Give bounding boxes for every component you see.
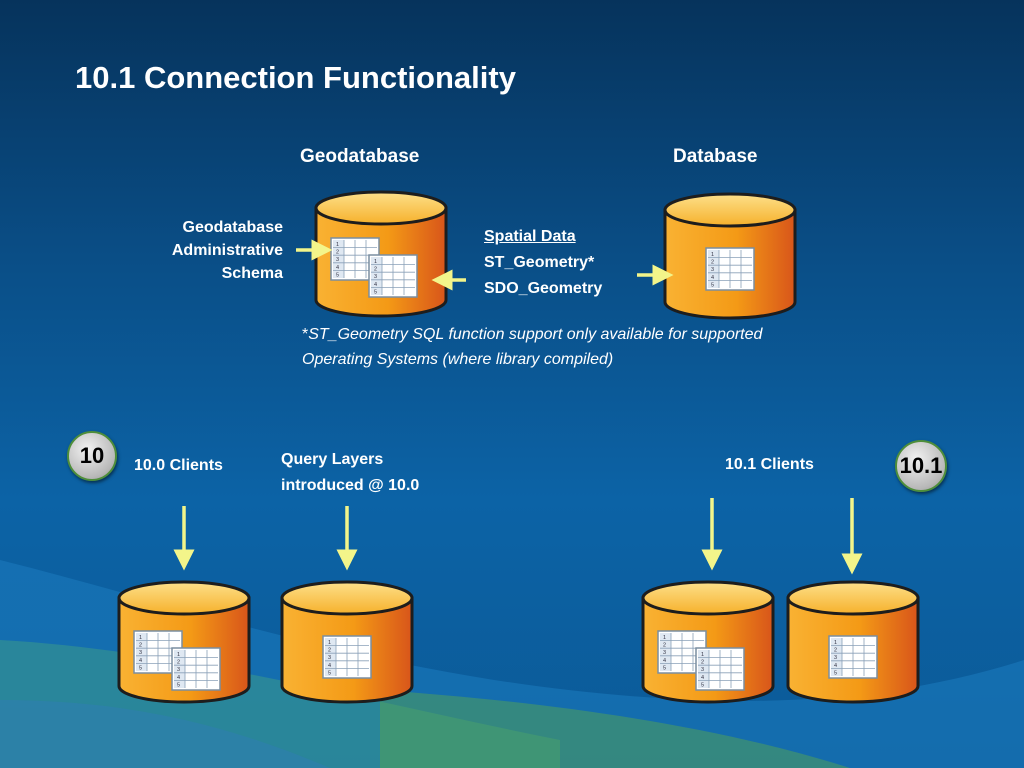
geodatabase-header: Geodatabase — [300, 146, 420, 167]
svg-text:4: 4 — [177, 675, 180, 681]
svg-text:4: 4 — [336, 265, 339, 271]
database-cylinder: 1 23 45 — [786, 580, 920, 704]
svg-text:4: 4 — [701, 675, 704, 681]
table-icon: 1 23 45 — [705, 247, 755, 291]
svg-text:1: 1 — [374, 259, 377, 265]
svg-text:2: 2 — [711, 260, 714, 266]
table-icon: 1 23 45 — [828, 635, 878, 679]
version-101-badge: 10.1 — [895, 440, 947, 492]
svg-text:2: 2 — [663, 643, 666, 649]
schema-label-line: Schema — [221, 265, 283, 282]
svg-text:3: 3 — [336, 257, 339, 263]
svg-text:5: 5 — [374, 289, 377, 295]
svg-text:5: 5 — [663, 665, 666, 671]
page-title: 10.1 Connection Functionality — [75, 60, 516, 95]
schema-label-line: Administrative — [171, 242, 283, 259]
svg-text:2: 2 — [701, 660, 704, 666]
svg-text:1: 1 — [336, 242, 339, 248]
svg-text:2: 2 — [139, 643, 142, 649]
svg-text:5: 5 — [328, 670, 331, 676]
svg-text:5: 5 — [177, 682, 180, 688]
table-icon: 1 23 45 — [368, 254, 418, 298]
svg-text:5: 5 — [834, 670, 837, 676]
svg-text:1: 1 — [139, 635, 142, 641]
database-header: Database — [673, 146, 758, 167]
table-icon: 1 23 45 — [695, 647, 745, 691]
svg-text:1: 1 — [177, 652, 180, 658]
schema-label-line: Geodatabase — [182, 219, 283, 236]
svg-text:3: 3 — [711, 267, 714, 273]
svg-text:4: 4 — [328, 663, 331, 669]
spatial-data-list: Spatial Data ST_Geometry* SDO_Geometry — [484, 224, 602, 302]
svg-text:2: 2 — [374, 267, 377, 273]
footnote-line: ST_Geometry SQL function support only av… — [308, 326, 763, 343]
clients-101-label: 10.1 Clients — [725, 456, 814, 473]
st-geometry-label: ST_Geometry* — [484, 254, 595, 271]
svg-text:1: 1 — [834, 640, 837, 646]
footnote: *ST_Geometry SQL function support only a… — [302, 322, 762, 372]
table-icon: 1 23 45 — [322, 635, 372, 679]
query-layers-label: Query Layers introduced @ 10.0 — [281, 447, 419, 499]
svg-text:4: 4 — [711, 275, 714, 281]
spatial-data-heading: Spatial Data — [484, 228, 576, 245]
table-icon: 1 23 45 — [171, 647, 221, 691]
footnote-star: * — [302, 326, 309, 343]
svg-text:4: 4 — [374, 282, 377, 288]
svg-text:3: 3 — [139, 650, 142, 656]
svg-text:3: 3 — [374, 274, 377, 280]
svg-text:3: 3 — [177, 667, 180, 673]
query-layers-line: Query Layers — [281, 451, 384, 468]
version-10-badge: 10 — [67, 431, 117, 481]
svg-text:5: 5 — [139, 665, 142, 671]
clients-10-label: 10.0 Clients — [134, 457, 223, 474]
database-cylinder: 1 23 45 — [663, 192, 797, 320]
footnote-line: Operating Systems (where library compile… — [302, 351, 614, 368]
svg-text:5: 5 — [336, 272, 339, 278]
svg-text:5: 5 — [711, 282, 714, 288]
sdo-geometry-label: SDO_Geometry — [484, 280, 603, 297]
svg-text:1: 1 — [711, 252, 714, 258]
svg-text:1: 1 — [328, 640, 331, 646]
svg-text:2: 2 — [177, 660, 180, 666]
svg-text:3: 3 — [834, 655, 837, 661]
schema-label: Geodatabase Administrative Schema — [110, 216, 283, 285]
svg-text:1: 1 — [701, 652, 704, 658]
svg-text:2: 2 — [328, 648, 331, 654]
database-cylinder: 1 23 45 — [280, 580, 414, 704]
svg-text:2: 2 — [834, 648, 837, 654]
svg-text:4: 4 — [663, 658, 666, 664]
svg-text:3: 3 — [328, 655, 331, 661]
svg-text:3: 3 — [663, 650, 666, 656]
svg-text:4: 4 — [139, 658, 142, 664]
query-layers-line: introduced @ 10.0 — [281, 477, 420, 494]
svg-text:4: 4 — [834, 663, 837, 669]
svg-text:5: 5 — [701, 682, 704, 688]
svg-text:1: 1 — [663, 635, 666, 641]
svg-text:3: 3 — [701, 667, 704, 673]
svg-text:2: 2 — [336, 250, 339, 256]
